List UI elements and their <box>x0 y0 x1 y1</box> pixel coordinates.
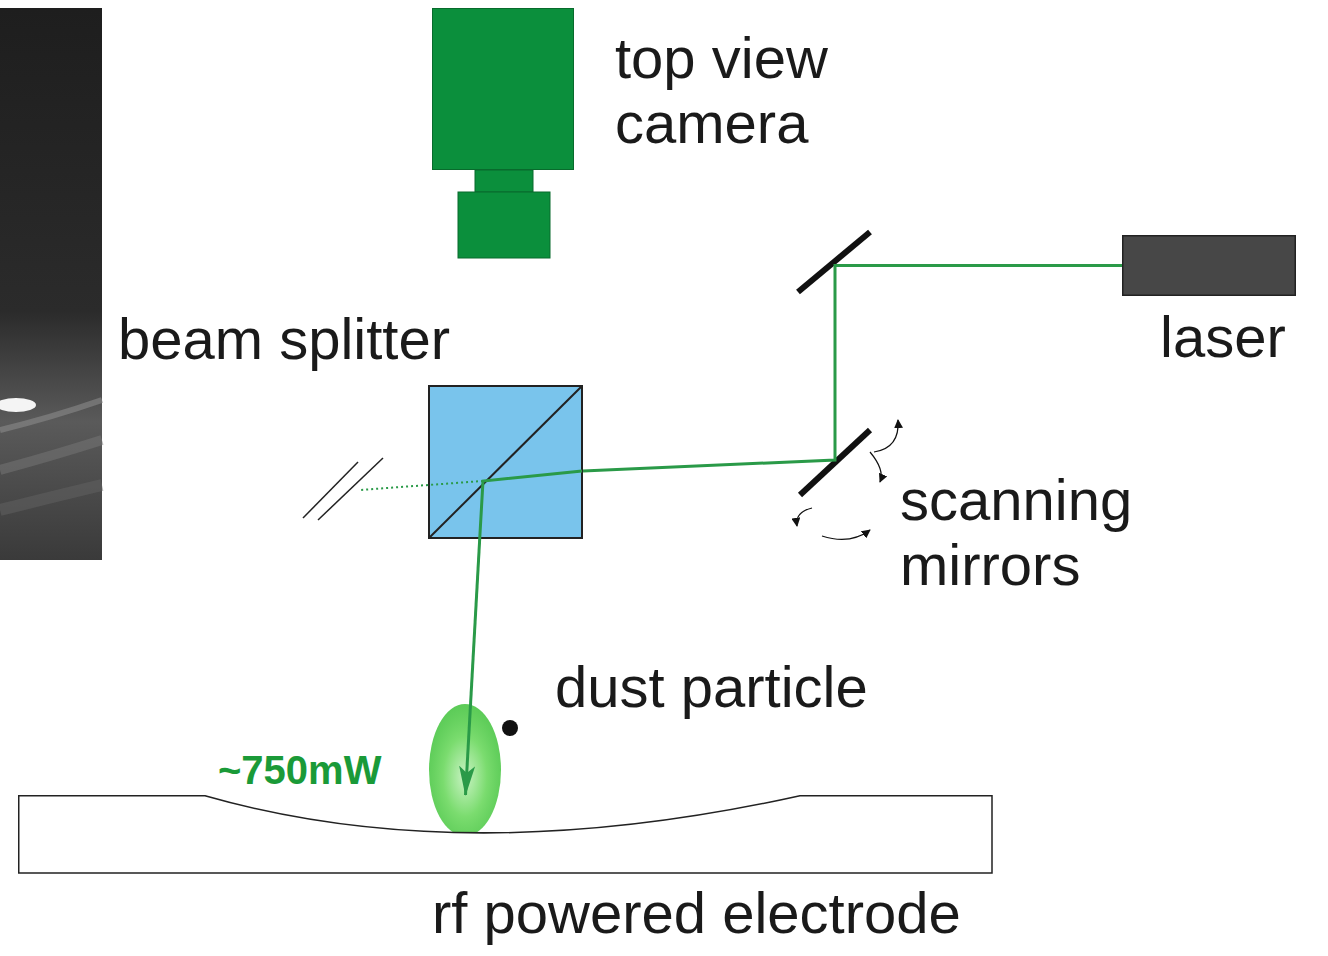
part-label: dust particle <box>555 655 895 720</box>
camera-housing <box>433 9 574 170</box>
beam-dump <box>318 458 383 520</box>
node-shape <box>18 795 993 874</box>
rotation-arrow <box>822 530 870 539</box>
transmitted-beam <box>428 481 483 485</box>
transmitted-beam <box>360 485 428 490</box>
photo-streak <box>0 485 102 510</box>
photo-streak <box>0 440 102 470</box>
electrode-outline <box>19 796 992 873</box>
part-label: laser <box>1160 305 1320 370</box>
camera-photo <box>0 8 102 560</box>
camera-lens <box>458 192 550 258</box>
photo-bright-spot <box>0 398 36 412</box>
part-label: top view camera <box>615 26 865 156</box>
node-shape <box>1122 235 1296 296</box>
part-label: rf powered electrode <box>432 881 992 946</box>
part-label: scanning mirrors <box>900 468 1160 598</box>
photo-ground <box>0 8 102 560</box>
node-shape <box>428 385 583 539</box>
beam-splitter-cube: beam splitter <box>428 385 583 539</box>
beam-in-cube <box>480 471 582 539</box>
power-value: ~750mW <box>218 748 408 793</box>
rotation-arrow <box>874 420 898 452</box>
splitter-diagonal <box>429 386 582 538</box>
camera-mount <box>475 170 533 192</box>
cube-outline <box>429 386 582 538</box>
laser-housing <box>1123 236 1296 296</box>
node-shape <box>432 8 574 260</box>
laser-beam <box>583 266 1122 472</box>
laser-box: laser <box>1122 235 1296 296</box>
laser-glow <box>429 704 501 836</box>
part-label: beam splitter <box>118 307 478 372</box>
rotation-arrow <box>797 508 812 526</box>
dust-particle <box>502 720 518 736</box>
electrode: rf powered electrode <box>18 795 993 874</box>
laser-beam-down <box>466 539 480 795</box>
rotation-arrow <box>870 452 881 482</box>
camera-body: top view camera <box>432 8 574 260</box>
